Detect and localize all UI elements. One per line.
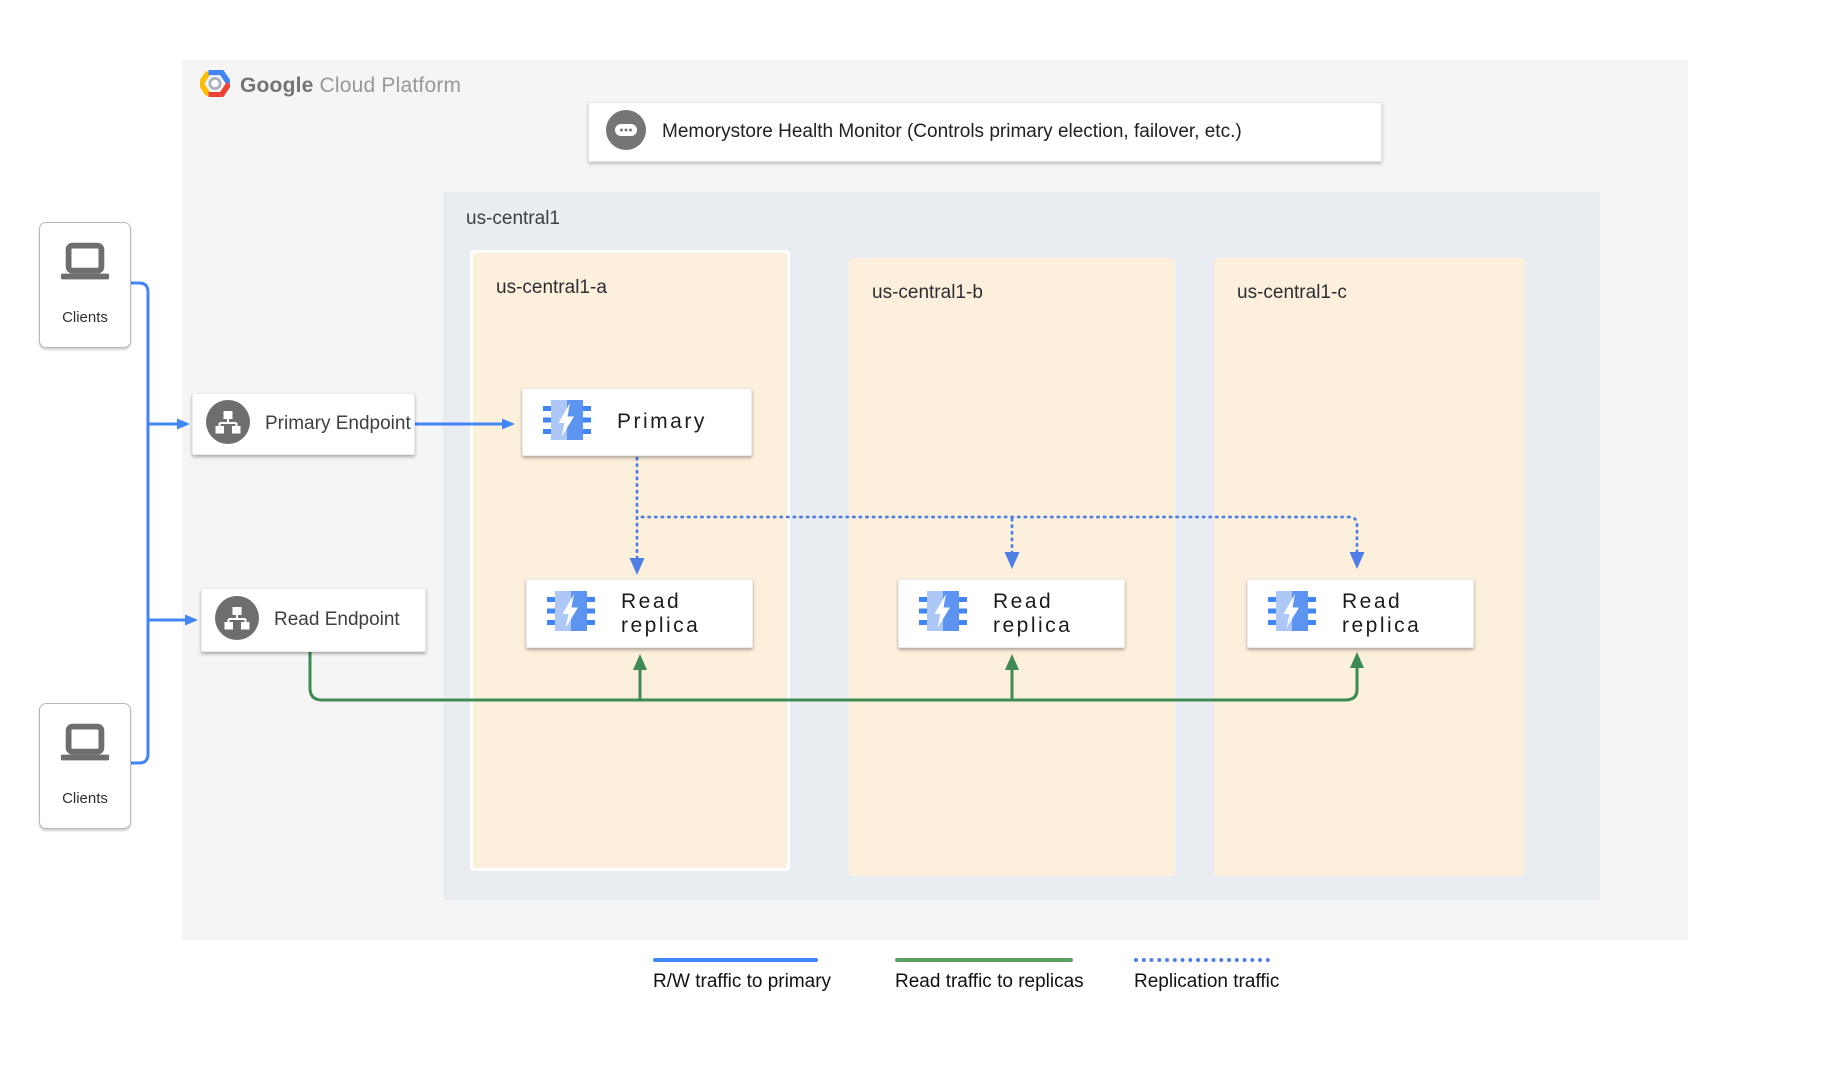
read-replica-label: Read replica <box>1342 589 1422 637</box>
legend-swatch-solid-green <box>895 958 1073 962</box>
gcp-hexagon-icon <box>198 69 232 102</box>
gcp-logo-suffix: Cloud Platform <box>319 74 462 97</box>
memorystore-icon <box>1268 590 1316 637</box>
health-monitor-box: Memorystore Health Monitor (Controls pri… <box>588 102 1382 162</box>
legend-label: Read traffic to replicas <box>895 971 1084 992</box>
laptop-icon <box>60 242 110 280</box>
legend-label: Replication traffic <box>1134 971 1280 992</box>
zone-b-label: us-central1-b <box>872 282 983 303</box>
legend-item-read-traffic: Read traffic to replicas <box>895 958 1084 993</box>
zone-c-label: us-central1-c <box>1237 282 1347 303</box>
memorystore-icon <box>543 399 591 446</box>
legend-swatch-solid-blue <box>653 958 818 962</box>
primary-endpoint-node: Primary Endpoint <box>192 393 415 455</box>
clients-node-bottom: Clients <box>39 703 131 829</box>
read-replica-node-c: Read replica <box>1247 579 1474 648</box>
laptop-icon <box>60 723 110 761</box>
read-replica-node-a: Read replica <box>526 579 753 648</box>
primary-node-label: Primary <box>617 410 707 433</box>
region-label: us-central1 <box>466 208 560 229</box>
clients-label: Clients <box>62 309 108 326</box>
legend-swatch-dotted-blue <box>1134 958 1270 962</box>
zone-us-central1-c: us-central1-c <box>1214 258 1525 876</box>
network-endpoint-icon <box>215 595 259 645</box>
read-endpoint-label: Read Endpoint <box>274 609 400 630</box>
memorystore-icon <box>547 590 595 637</box>
zone-a-label: us-central1-a <box>496 277 607 298</box>
replication-horizontal-to-replica-c <box>640 515 1365 569</box>
health-monitor-label: Memorystore Health Monitor (Controls pri… <box>662 121 1242 142</box>
gcp-logo-google: Google <box>240 74 314 97</box>
clients-node-top: Clients <box>39 222 131 348</box>
legend-item-replication-traffic: Replication traffic <box>1134 958 1279 993</box>
clients-label: Clients <box>62 790 108 807</box>
primary-endpoint-label: Primary Endpoint <box>265 413 411 434</box>
memcache-dots-icon <box>606 109 646 155</box>
network-endpoint-icon <box>206 399 250 449</box>
clients-trunk-line <box>130 281 150 765</box>
read-replica-label: Read replica <box>993 589 1073 637</box>
memorystore-icon <box>919 590 967 637</box>
read-replica-node-b: Read replica <box>898 579 1125 648</box>
read-traffic-main-line <box>308 652 1364 702</box>
legend-item-rw-traffic: R/W traffic to primary <box>653 958 831 993</box>
legend-label: R/W traffic to primary <box>653 971 832 992</box>
read-endpoint-node: Read Endpoint <box>201 588 426 652</box>
read-replica-label: Read replica <box>621 589 701 637</box>
primary-node: Primary <box>522 388 752 456</box>
